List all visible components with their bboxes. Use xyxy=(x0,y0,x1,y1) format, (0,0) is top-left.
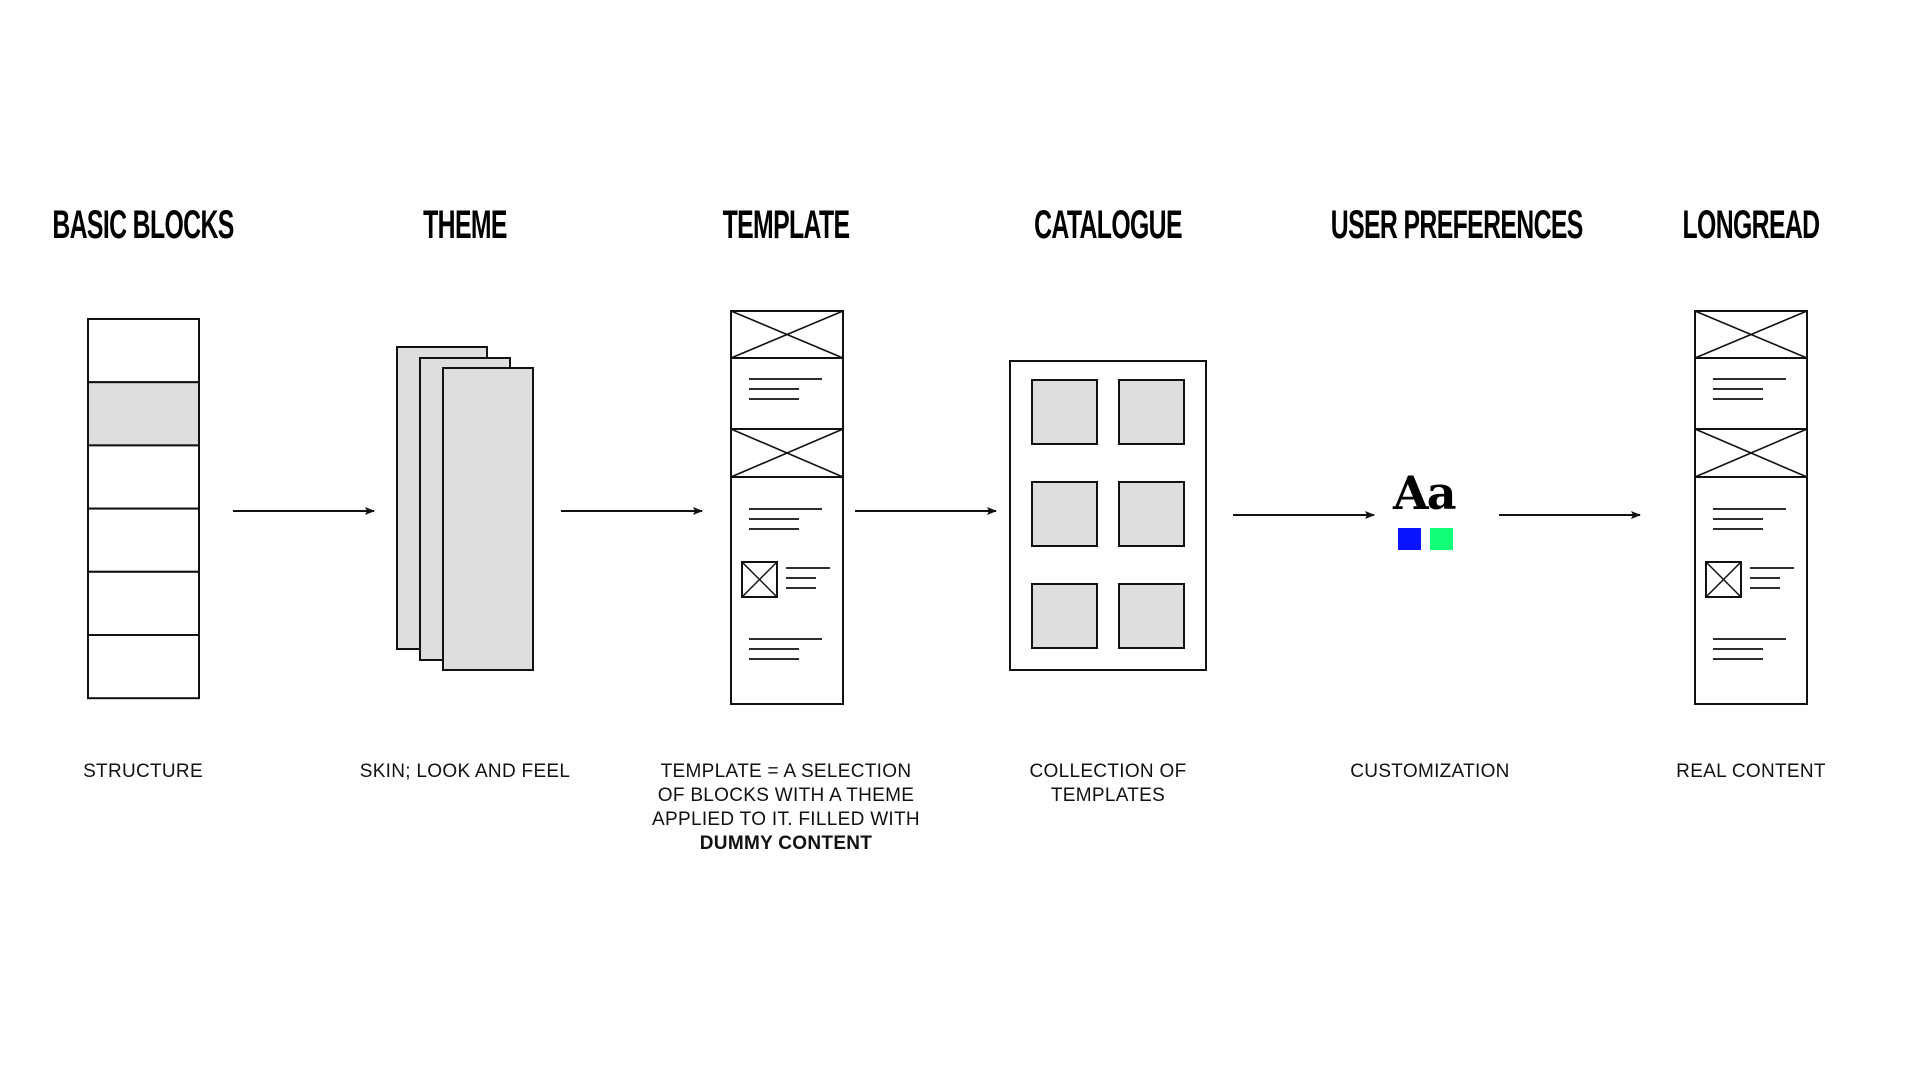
basic-block-row xyxy=(87,444,200,510)
image-cross-line xyxy=(1694,310,1808,359)
caption-emphasis: DUMMY CONTENT xyxy=(699,833,873,854)
thumbnail-placeholder-icon xyxy=(1705,561,1742,598)
color-swatch-green xyxy=(1430,528,1453,550)
stage-title-theme: THEME xyxy=(423,203,507,247)
basic-block-row xyxy=(87,381,200,447)
template-wireframe xyxy=(730,310,844,705)
basic-block-row xyxy=(87,507,200,573)
image-cross-line xyxy=(730,428,844,478)
thumbnail-placeholder-icon xyxy=(741,561,778,598)
caption-template: TEMPLATE = A SELECTION OF BLOCKS WITH A … xyxy=(626,760,946,856)
catalogue-item xyxy=(1118,379,1185,445)
caption-basic-blocks: STRUCTURE xyxy=(0,760,293,784)
caption-catalogue: COLLECTION OF TEMPLATES xyxy=(958,760,1258,808)
image-placeholder-icon xyxy=(730,428,844,478)
catalogue-grid xyxy=(1009,360,1207,671)
stage-title-catalogue: CATALOGUE xyxy=(1034,203,1182,247)
caption-user-preferences: CUSTOMIZATION xyxy=(1280,760,1580,784)
color-swatch-blue xyxy=(1398,528,1421,550)
basic-blocks-stack xyxy=(87,318,200,700)
catalogue-item xyxy=(1118,583,1185,649)
image-cross-line xyxy=(1694,428,1808,478)
catalogue-item xyxy=(1031,379,1098,445)
longread-wireframe xyxy=(1694,310,1808,705)
typography-sample-icon: Aa xyxy=(1393,466,1456,520)
catalogue-item xyxy=(1118,481,1185,547)
stage-title-longread: LONGREAD xyxy=(1682,203,1821,247)
basic-block-row xyxy=(87,318,200,384)
image-cross-line xyxy=(730,310,844,359)
catalogue-item xyxy=(1031,583,1098,649)
wireframe-page xyxy=(730,310,844,705)
caption-line: TEMPLATE = A SELECTION xyxy=(660,761,912,782)
image-placeholder-icon xyxy=(1694,428,1808,478)
caption-longread: REAL CONTENT xyxy=(1601,760,1901,784)
basic-block-row xyxy=(87,570,200,636)
theme-layers xyxy=(396,346,534,671)
caption-line: OF BLOCKS WITH A THEME xyxy=(657,785,915,806)
caption-line: REAL CONTENT xyxy=(1676,761,1826,782)
caption-line: COLLECTION OF xyxy=(1029,761,1187,782)
caption-line: APPLIED TO IT. FILLED WITH xyxy=(652,809,920,830)
stage-title-basic-blocks: BASIC BLOCKS xyxy=(52,203,234,247)
image-cross-line xyxy=(1705,561,1742,598)
catalogue-item xyxy=(1031,481,1098,547)
image-placeholder-icon xyxy=(730,310,844,359)
image-placeholder-icon xyxy=(1694,310,1808,359)
basic-block-row xyxy=(87,634,200,700)
theme-layer-front xyxy=(442,367,534,671)
caption-line: CUSTOMIZATION xyxy=(1350,761,1510,782)
image-cross-line xyxy=(741,561,778,598)
wireframe-page xyxy=(1694,310,1808,705)
caption-line: STRUCTURE xyxy=(83,761,203,782)
caption-line: TEMPLATES xyxy=(1050,785,1166,806)
stage-title-template: TEMPLATE xyxy=(722,203,850,247)
caption-line: SKIN; LOOK AND FEEL xyxy=(359,761,571,782)
caption-theme: SKIN; LOOK AND FEEL xyxy=(315,760,615,784)
